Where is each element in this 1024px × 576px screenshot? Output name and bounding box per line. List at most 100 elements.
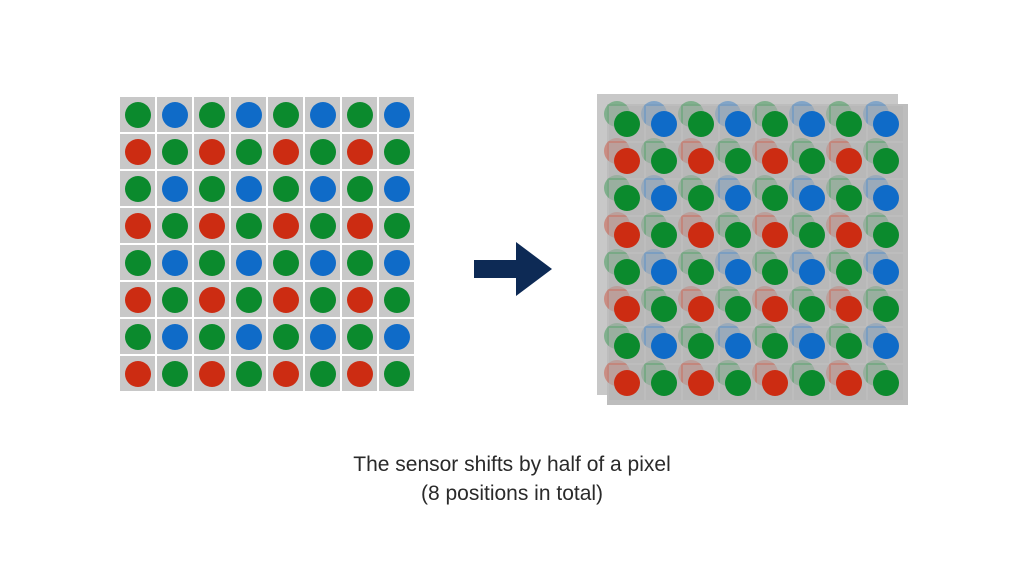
original-pixel [268,319,303,354]
shifted-pixel [646,180,681,215]
shifted-pixel [646,143,681,178]
shifted-pixel [831,217,866,252]
shifted-pixel [757,106,792,141]
shifted-pixel [646,254,681,289]
original-pixel [120,245,155,280]
green-photosite [272,249,299,276]
original-pixel [342,245,377,280]
blue-photosite [872,258,899,285]
shifted-pixel [757,365,792,400]
original-pixel [379,356,414,391]
shifted-pixel [868,365,903,400]
shifted-pixel [831,365,866,400]
original-pixel [157,208,192,243]
blue-photosite [161,323,188,350]
red-photosite [198,212,225,239]
blue-photosite [798,110,825,137]
red-photosite [687,295,714,322]
green-photosite [161,286,188,313]
shifted-pixel [794,254,829,289]
green-photosite [798,295,825,322]
original-pixel [194,134,229,169]
blue-photosite [872,332,899,359]
green-photosite [235,360,262,387]
shifted-pixel [646,217,681,252]
original-pixel [305,171,340,206]
shifted-pixel [868,328,903,363]
shifted-pixel [757,217,792,252]
green-photosite [383,138,410,165]
green-photosite [383,360,410,387]
red-photosite [272,138,299,165]
red-photosite [687,221,714,248]
original-pixel [268,208,303,243]
caption: The sensor shifts by half of a pixel (8 … [0,450,1024,508]
green-photosite [613,332,640,359]
green-photosite [346,175,373,202]
original-pixel [194,319,229,354]
blue-photosite [235,101,262,128]
shifted-pixel [720,365,755,400]
red-photosite [613,369,640,396]
green-photosite [835,258,862,285]
shifted-pixel [794,180,829,215]
green-photosite [613,110,640,137]
green-photosite [798,221,825,248]
original-pixel [268,97,303,132]
shifted-pixel [683,328,718,363]
blue-photosite [235,323,262,350]
red-photosite [346,360,373,387]
original-pixel [379,245,414,280]
blue-photosite [309,175,336,202]
original-pixel [120,356,155,391]
green-photosite [798,147,825,174]
original-pixel [342,282,377,317]
blue-photosite [798,184,825,211]
blue-photosite [383,175,410,202]
original-pixel [305,134,340,169]
blue-photosite [724,258,751,285]
red-photosite [761,221,788,248]
green-photosite [383,286,410,313]
shifted-pixel [831,106,866,141]
red-photosite [272,360,299,387]
blue-photosite [309,101,336,128]
green-photosite [198,101,225,128]
green-photosite [650,221,677,248]
green-photosite [613,184,640,211]
original-pixel [231,245,266,280]
blue-photosite [235,175,262,202]
green-photosite [272,323,299,350]
green-photosite [346,249,373,276]
shifted-pixel [868,291,903,326]
shifted-pixel [720,106,755,141]
original-pixel [194,356,229,391]
original-pixel [157,282,192,317]
shifted-pixel [646,291,681,326]
green-photosite [872,295,899,322]
green-photosite [761,332,788,359]
original-pixel [157,97,192,132]
shifted-pixel [794,106,829,141]
green-photosite [761,184,788,211]
green-photosite [272,175,299,202]
red-photosite [346,212,373,239]
blue-photosite [383,323,410,350]
shifted-pixel [794,328,829,363]
shifted-pixel [646,365,681,400]
original-pixel [379,171,414,206]
red-photosite [124,360,151,387]
green-photosite [161,212,188,239]
green-photosite [650,295,677,322]
blue-photosite [872,110,899,137]
original-pixel [268,356,303,391]
shifted-pixel [757,254,792,289]
shifted-pixel [720,254,755,289]
red-photosite [761,369,788,396]
shifted-pixel [609,180,644,215]
blue-photosite [724,110,751,137]
shifted-pixel [831,143,866,178]
shifted-pixel [720,143,755,178]
shifted-pixel [794,291,829,326]
red-photosite [124,138,151,165]
